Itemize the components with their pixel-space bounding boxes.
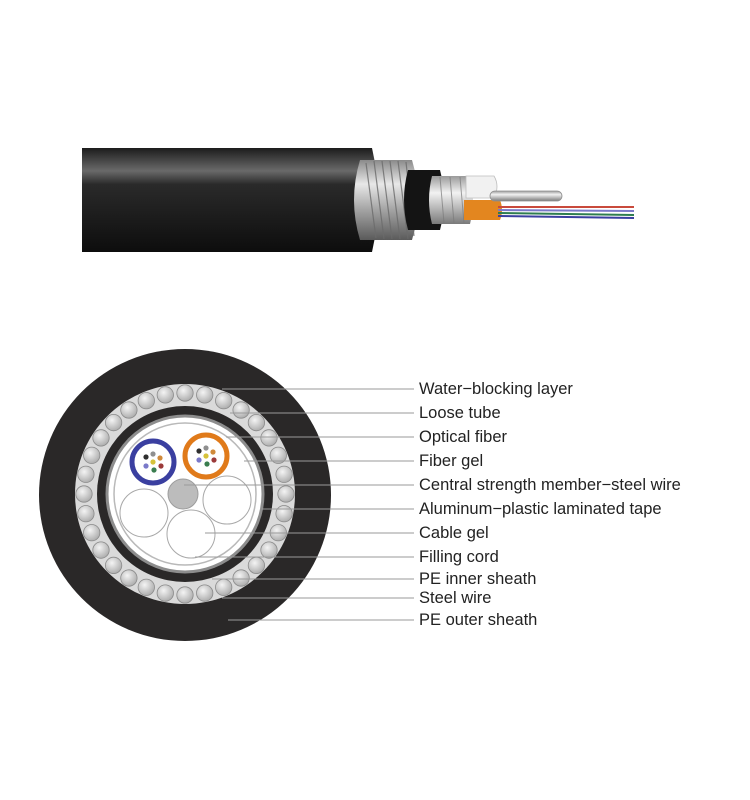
steel-wire xyxy=(269,446,287,464)
label-pe-inner-sheath: PE inner sheath xyxy=(419,570,537,588)
steel-wire xyxy=(105,556,123,575)
strength-member-side xyxy=(489,190,563,202)
steel-wire xyxy=(275,465,293,483)
steel-wire xyxy=(215,578,233,596)
steel-wire xyxy=(215,392,233,410)
label-water-blocking-layer: Water−blocking layer xyxy=(419,380,573,398)
steel-wire xyxy=(247,413,265,432)
label-pe-outer-sheath: PE outer sheath xyxy=(419,611,538,629)
leader-lines xyxy=(184,388,414,621)
armor-layer-side xyxy=(354,160,418,240)
steel-wire xyxy=(120,401,138,419)
steel-wire xyxy=(247,556,265,575)
steel-wire xyxy=(137,392,155,410)
laminated-tape-side xyxy=(429,176,473,224)
cable-cross-section xyxy=(39,349,331,641)
central-strength-member xyxy=(167,478,199,510)
armor-wire-texture xyxy=(365,160,415,240)
steel-wire xyxy=(92,429,110,447)
steel-wire xyxy=(277,485,295,503)
loose-tube-blue xyxy=(129,438,177,486)
steel-wire xyxy=(176,586,194,604)
steel-wire xyxy=(196,584,214,602)
label-loose-tube: Loose tube xyxy=(419,404,501,422)
steel-wire xyxy=(77,505,95,523)
label-fiber-gel: Fiber gel xyxy=(419,452,484,470)
steel-wire xyxy=(120,569,138,587)
steel-wire xyxy=(196,386,214,404)
steel-wire xyxy=(260,541,278,559)
steel-wire xyxy=(275,505,293,523)
loose-tube-side xyxy=(464,200,502,220)
steel-wire xyxy=(83,446,101,464)
label-aluminum-plastic-laminated-tape: Aluminum−plastic laminated tape xyxy=(419,500,662,518)
loose-tube-orange xyxy=(182,432,230,480)
steel-wire xyxy=(156,386,174,404)
outer-sheath-side xyxy=(82,148,378,252)
steel-wire xyxy=(176,384,194,402)
steel-wire xyxy=(137,578,155,596)
steel-wire xyxy=(105,413,123,432)
optical-fibers-side xyxy=(497,206,635,219)
filling-cord xyxy=(119,488,169,538)
steel-wire xyxy=(75,485,93,503)
label-central-strength-member-steel-wire: Central strength member−steel wire xyxy=(419,476,681,494)
label-cable-gel: Cable gel xyxy=(419,524,489,542)
steel-wire xyxy=(77,465,95,483)
steel-wire xyxy=(83,524,101,542)
filling-cord xyxy=(166,509,216,559)
steel-wire xyxy=(232,401,250,419)
filling-cord xyxy=(202,475,252,525)
label-optical-fiber: Optical fiber xyxy=(419,428,508,446)
steel-wire xyxy=(260,429,278,447)
label-steel-wire: Steel wire xyxy=(419,589,492,607)
steel-wire xyxy=(156,584,174,602)
cable-side-view xyxy=(82,148,635,252)
steel-wire xyxy=(232,569,250,587)
label-filling-cord: Filling cord xyxy=(419,548,499,566)
steel-wire xyxy=(92,541,110,559)
